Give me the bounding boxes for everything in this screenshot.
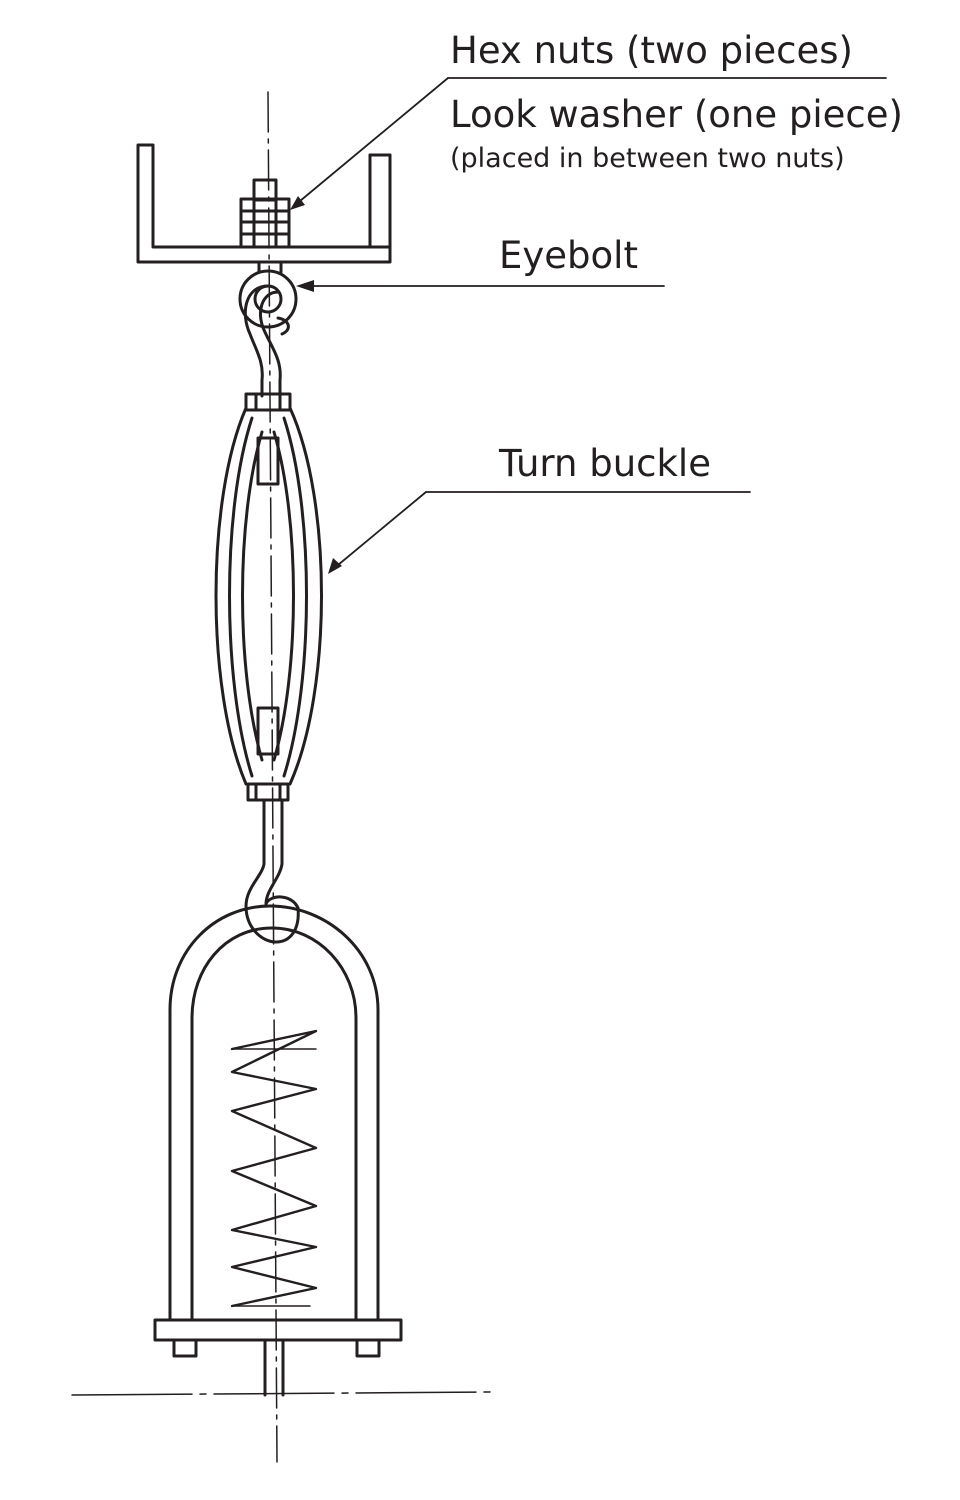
spring-coil: [230, 1029, 318, 1308]
upper-hook: [243, 284, 290, 398]
turn-buckle-body: [214, 392, 323, 802]
lower-hook: [244, 798, 300, 944]
bottom-plate: [153, 1318, 403, 1397]
washer-note-label: (placed in between two nuts): [450, 143, 845, 174]
center-line: [267, 91, 278, 1463]
hex-nuts-label: Hex nuts (two pieces): [450, 29, 853, 72]
hex-nuts: [239, 178, 291, 249]
turn-buckle-label: Turn buckle: [499, 442, 711, 485]
spring-frame: [168, 904, 380, 1322]
top-bracket: [136, 143, 392, 264]
eyebolt-label: Eyebolt: [499, 234, 638, 277]
leader-lines: [293, 77, 887, 571]
lock-washer-label: Look washer (one piece): [450, 93, 903, 136]
arrowheads: [290, 196, 342, 574]
